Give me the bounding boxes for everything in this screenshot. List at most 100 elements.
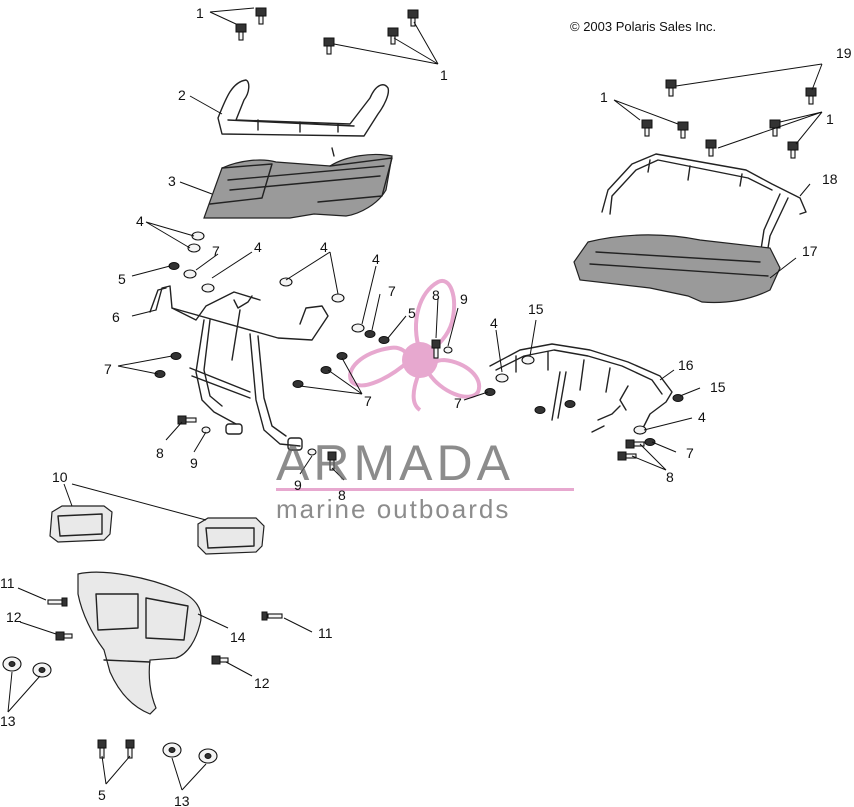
callout-label: 5 xyxy=(118,271,126,287)
nut xyxy=(154,370,166,378)
front-fascia-panel xyxy=(77,571,202,715)
callout-label: 18 xyxy=(822,171,838,187)
callout-label: 7 xyxy=(212,243,220,259)
callout-label: 7 xyxy=(364,393,372,409)
bolt xyxy=(665,79,677,97)
callout-label: 4 xyxy=(698,409,706,425)
front-rack-bar xyxy=(217,79,390,157)
grommet xyxy=(32,662,52,678)
leader-lines xyxy=(7,7,823,791)
callout-label: 5 xyxy=(98,787,106,803)
grommet xyxy=(2,656,22,672)
washer xyxy=(279,277,293,287)
callout-label: 7 xyxy=(104,361,112,377)
bolt xyxy=(641,119,653,137)
bolt xyxy=(677,121,689,139)
nut xyxy=(484,388,496,396)
callout-label: 8 xyxy=(666,469,674,485)
screw xyxy=(47,597,68,607)
armada-propeller-logo xyxy=(348,278,482,412)
callout-label: 8 xyxy=(338,487,346,503)
bolt xyxy=(617,451,637,461)
callout-label: 2 xyxy=(178,87,186,103)
front-bumper-frame xyxy=(149,285,329,451)
callout-label: 7 xyxy=(388,283,396,299)
callout-label: 8 xyxy=(432,287,440,303)
nut xyxy=(320,366,332,374)
callout-label: 15 xyxy=(710,379,726,395)
bolt xyxy=(97,739,107,759)
washer xyxy=(201,283,215,293)
washer xyxy=(191,231,205,241)
callout-label: 12 xyxy=(6,609,22,625)
hardware xyxy=(2,7,817,764)
callout-label: 14 xyxy=(230,629,246,645)
callout-label: 7 xyxy=(454,395,462,411)
grommet xyxy=(198,748,218,764)
headlight-right xyxy=(197,517,265,555)
washer xyxy=(351,323,365,333)
nut xyxy=(336,352,348,360)
washer xyxy=(187,243,201,253)
callout-label: 3 xyxy=(168,173,176,189)
callout-label: 17 xyxy=(802,243,818,259)
bolt xyxy=(705,139,717,157)
bolt xyxy=(235,23,247,41)
callout-label: 16 xyxy=(678,357,694,373)
callout-label: 9 xyxy=(460,291,468,307)
callout-label: 8 xyxy=(156,445,164,461)
callout-label: 19 xyxy=(836,45,852,61)
callout-label: 13 xyxy=(174,793,190,807)
washer xyxy=(183,269,197,279)
callout-label: 10 xyxy=(52,469,68,485)
bolt xyxy=(387,27,399,45)
nut xyxy=(170,352,182,360)
callout-label: 4 xyxy=(136,213,144,229)
grommet xyxy=(162,742,182,758)
washer xyxy=(521,355,535,365)
nut xyxy=(168,262,180,270)
callout-label: 9 xyxy=(190,455,198,471)
rear-mesh-rack xyxy=(573,234,781,304)
callout-label: 4 xyxy=(372,251,380,267)
nut xyxy=(644,438,656,446)
bolt xyxy=(255,7,267,25)
watermark-rule xyxy=(276,488,574,491)
armada-watermark: ARMADA marine outboards xyxy=(276,435,574,524)
callout-label: 1 xyxy=(196,5,204,21)
callout-label: 1 xyxy=(440,67,448,83)
bolt xyxy=(787,141,799,159)
bolt xyxy=(805,87,817,105)
headlight-left xyxy=(49,505,113,543)
callout-label: 6 xyxy=(112,309,120,325)
callout-label: 11 xyxy=(318,625,333,641)
nut xyxy=(378,336,390,344)
watermark-brand: ARMADA xyxy=(276,435,514,491)
callout-label: 9 xyxy=(294,477,302,493)
bolt xyxy=(407,9,419,27)
callout-label: 4 xyxy=(320,239,328,255)
copyright-notice: © 2003 Polaris Sales Inc. xyxy=(570,19,716,34)
nut xyxy=(534,406,546,414)
callout-label: 1 xyxy=(826,111,834,127)
callout-label: 7 xyxy=(686,445,694,461)
bolt xyxy=(431,339,441,359)
callout-label: 13 xyxy=(0,713,16,729)
callout-label: 12 xyxy=(254,675,270,691)
bolt xyxy=(211,655,229,665)
bolt xyxy=(327,451,337,471)
nut xyxy=(564,400,576,408)
screw xyxy=(261,611,283,621)
callout-label: 4 xyxy=(254,239,262,255)
washer xyxy=(307,448,317,456)
front-mesh-rack xyxy=(203,153,393,219)
washer xyxy=(201,426,211,434)
callout-label: 15 xyxy=(528,301,544,317)
callout-label: 5 xyxy=(408,305,416,321)
callout-label: 1 xyxy=(600,89,608,105)
watermark-tagline: marine outboards xyxy=(276,494,510,524)
bolt xyxy=(323,37,335,55)
washer xyxy=(495,373,509,383)
